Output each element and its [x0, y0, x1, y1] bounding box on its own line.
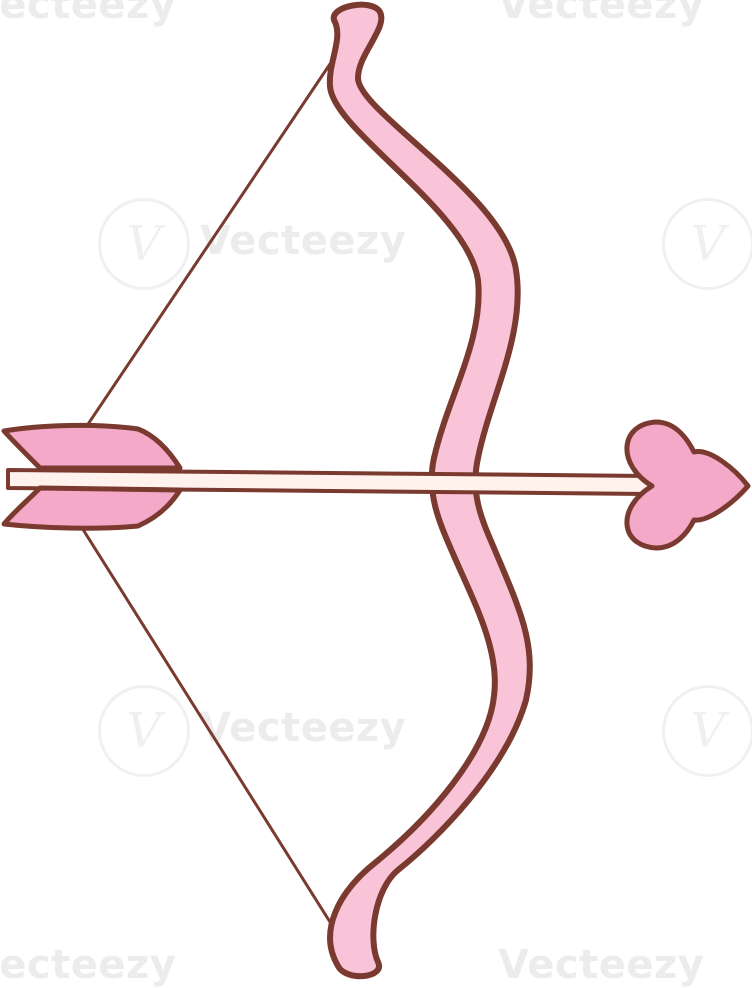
arrow-fletching-lower: [1, 485, 183, 531]
bow-string: [70, 62, 332, 924]
bow-limb: [326, 1, 533, 980]
heart-arrowhead-icon: [624, 419, 751, 551]
arrow-fletching: [1, 422, 183, 531]
bow-string-lower: [70, 510, 332, 924]
arrow-fletching-upper: [1, 422, 183, 471]
bow-string-upper: [70, 62, 332, 450]
